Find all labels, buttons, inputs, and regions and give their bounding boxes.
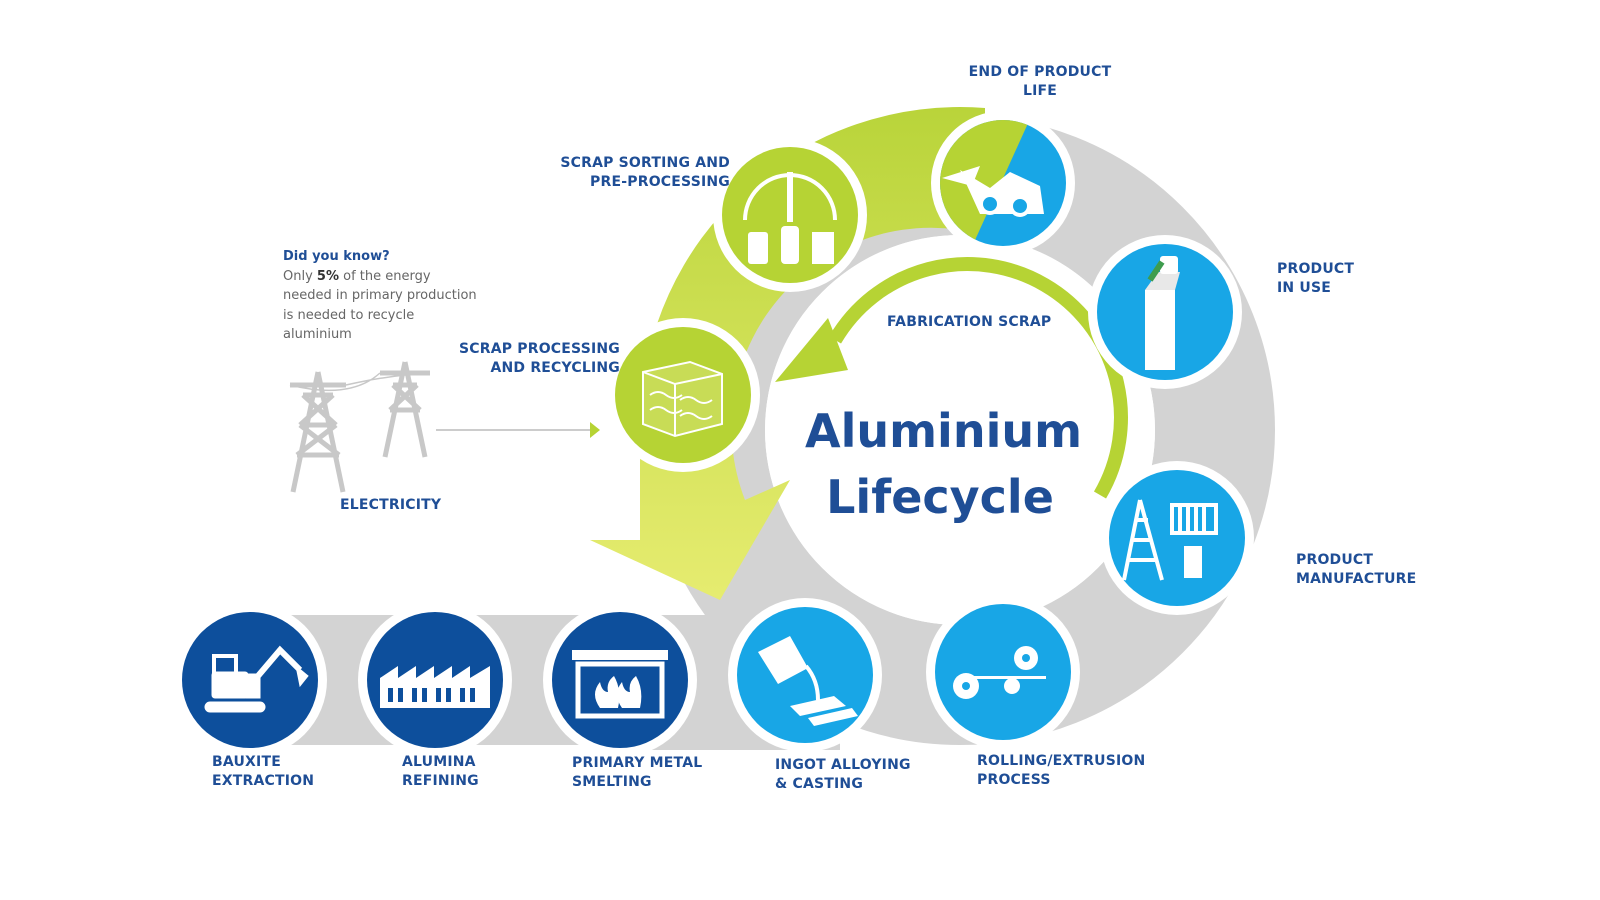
label-line1: END OF PRODUCT [968, 64, 1112, 80]
label-product-manufacture: PRODUCT MANUFACTURE [1296, 551, 1416, 589]
excavator-icon [204, 645, 309, 713]
label-line2: IN USE [1277, 280, 1332, 296]
ladder-radiator-icon [1122, 499, 1218, 581]
label-line2: REFINING [402, 773, 479, 789]
electricity-arrowhead [590, 422, 600, 438]
label-line2: MANUFACTURE [1296, 571, 1417, 587]
label-primary-metal-smelting: PRIMARY METAL SMELTING [572, 754, 702, 792]
did-you-know-pre: Only [283, 268, 317, 284]
label-line2: AND RECYCLING [490, 360, 620, 376]
label-scrap-sorting-pre-processing: SCRAP SORTING AND PRE-PROCESSING [530, 154, 730, 192]
label-line2: SMELTING [572, 774, 652, 790]
label-line1: INGOT ALLOYING [775, 757, 911, 773]
diagram-title: Aluminium Lifecycle [805, 398, 1083, 530]
stage-bauxite-extraction [173, 603, 327, 757]
did-you-know-note: Did you know? Only 5% of the energy need… [283, 247, 483, 345]
label-rolling-extrusion-process: ROLLING/EXTRUSION PROCESS [977, 752, 1145, 790]
stage-product-in-use [1088, 235, 1242, 389]
ingot-pour-icon [758, 636, 858, 726]
carton-icon [1145, 256, 1180, 370]
stage-alumina-refining [358, 603, 512, 757]
label-line1: PRODUCT [1296, 552, 1374, 568]
label-line2: PROCESS [977, 772, 1051, 788]
did-you-know-highlight: 5% [316, 268, 339, 284]
label-line1: BAUXITE [212, 754, 281, 770]
label-line1: ALUMINA [402, 754, 476, 770]
label-line1: ROLLING/EXTRUSION [977, 753, 1146, 769]
label-product-in-use: PRODUCT IN USE [1277, 260, 1354, 298]
stage-scrap-processing-recycling [606, 318, 760, 472]
stage-ingot-alloying-casting [728, 598, 882, 752]
label-bauxite-extraction: BAUXITE EXTRACTION [212, 753, 314, 791]
fabrication-scrap-text: FABRICATION SCRAP [887, 314, 1052, 330]
electricity-label: ELECTRICITY [340, 496, 442, 515]
sorting-icon [743, 172, 837, 264]
stage-product-manufacture [1100, 461, 1254, 615]
electricity-pylon-icon [289, 361, 590, 493]
fabrication-scrap-arrow [775, 257, 1128, 499]
label-line1: PRIMARY METAL [572, 755, 703, 771]
label-alumina-refining: ALUMINA REFINING [402, 753, 479, 791]
label-line2: LIFE [1022, 83, 1058, 99]
electricity-text: ELECTRICITY [340, 497, 442, 513]
lime-recycle-arrow [590, 107, 985, 601]
label-line1: PRODUCT [1277, 261, 1355, 277]
label-scrap-processing-recycling: SCRAP PROCESSING AND RECYCLING [430, 340, 620, 378]
did-you-know-post: of the energy needed in primary producti… [283, 268, 477, 343]
furnace-icon [572, 650, 668, 719]
label-line2: EXTRACTION [212, 773, 315, 789]
stage-primary-metal-smelting [543, 603, 697, 757]
fabrication-scrap-label: FABRICATION SCRAP [887, 313, 1051, 332]
stage-end-of-product-life [931, 111, 1075, 255]
title-line2: Lifecycle [826, 470, 1054, 524]
label-line2: & CASTING [775, 776, 864, 792]
label-line1: SCRAP SORTING AND [560, 155, 730, 171]
scrap-bale-icon [642, 360, 723, 438]
rolling-mill-icon [953, 646, 1046, 699]
scrap-collection-icon [942, 166, 1044, 217]
did-you-know-heading: Did you know? [283, 249, 390, 264]
title-line1: Aluminium [805, 404, 1083, 458]
label-end-of-product-life: END OF PRODUCT LIFE [960, 63, 1120, 101]
label-line2: PRE-PROCESSING [590, 174, 730, 190]
stage-rolling-extrusion-process [926, 595, 1080, 749]
label-ingot-alloying-casting: INGOT ALLOYING & CASTING [775, 756, 911, 794]
label-line1: SCRAP PROCESSING [458, 341, 620, 357]
centre-disc [765, 235, 1155, 625]
stage-scrap-sorting-pre-processing [713, 138, 867, 292]
